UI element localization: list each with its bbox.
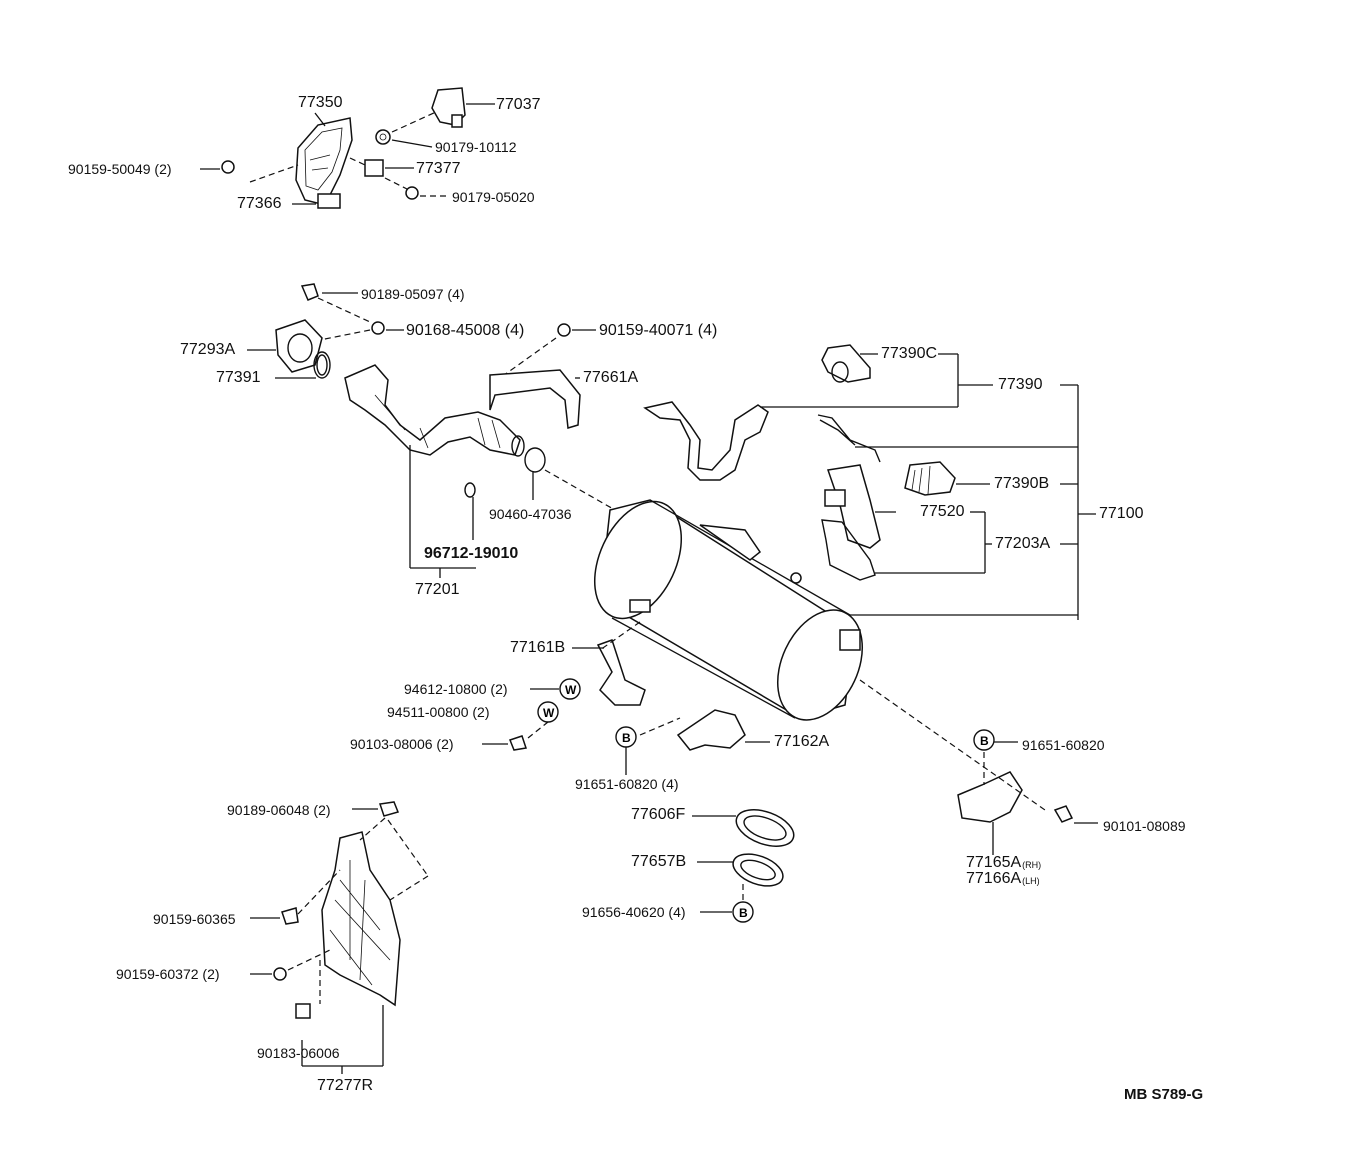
nut-90183-06006 (295, 960, 321, 1019)
nut-90179-10112 (375, 111, 437, 148)
label-90159-50049: 90159-50049 (2) (68, 161, 172, 177)
filler-plate-77293A (247, 319, 323, 373)
label-91656-40620: 91656-40620 (4) (582, 904, 686, 920)
label-77201: 77201 (415, 581, 460, 598)
clip-90159-60365 (250, 869, 341, 925)
label-90189-05097: 90189-05097 (4) (361, 286, 465, 302)
label-94511-00800: 94511-00800 (2) (387, 704, 490, 720)
mark-w1: W (565, 683, 577, 697)
clip-91651-60820: B (973, 729, 1018, 751)
bracket-77161B (572, 621, 646, 706)
label-90168-45008: 90168-45008 (4) (406, 322, 525, 339)
label-90159-60372: 90159-60372 (2) (116, 966, 220, 982)
gasket-77391 (275, 351, 331, 379)
pump-77520 (824, 464, 985, 549)
bracket-77661A (489, 369, 581, 429)
label-90159-40071: 90159-40071 (4) (599, 322, 718, 339)
fuel-lid-hinge (431, 87, 495, 128)
label-77350: 77350 (298, 94, 343, 111)
mark-w2: W (543, 706, 555, 720)
label-77100: 77100 (1099, 505, 1144, 522)
bolt-90103-08006 (482, 721, 549, 751)
clip-90159-40071 (499, 323, 596, 379)
clamp-90460-47036 (524, 447, 616, 511)
clip-91651-60820-4: B (615, 726, 637, 775)
pad-77606F (692, 809, 795, 847)
label-77366: 77366 (237, 195, 282, 212)
mark-b3: B (739, 906, 748, 920)
label-77390: 77390 (998, 376, 1043, 393)
label-77390C: 77390C (881, 345, 938, 362)
fuel-lid-assembly (295, 112, 353, 206)
nut-90179-05020 (384, 177, 450, 200)
label-77277R: 77277R (317, 1077, 374, 1094)
label-77037: 77037 (496, 96, 541, 113)
washer-94511-00800: W (537, 701, 559, 723)
vent-tube-77390 (643, 353, 993, 481)
filler-pipe-77201 (344, 364, 525, 578)
clip-90159-60372 (250, 949, 331, 981)
label-90183-06006: 90183-06006 (257, 1045, 340, 1061)
label-96712-19010: 96712-19010 (424, 545, 519, 562)
clip-90159-50049 (200, 160, 299, 183)
label-77166A: 77166A(LH) (966, 870, 1040, 887)
label-77161B: 77161B (510, 639, 566, 656)
label-77391: 77391 (216, 369, 261, 386)
latch-77377 (349, 157, 414, 177)
clip-90189-06048 (352, 801, 429, 901)
label-91651-60820: 91651-60820 (1022, 737, 1105, 753)
bumper-77366 (292, 193, 341, 209)
bracket-77162A (639, 709, 770, 751)
label-77377: 77377 (416, 160, 461, 177)
valve-77390C (821, 344, 878, 383)
valve-77390B (904, 461, 990, 496)
label-90460-47036: 90460-47036 (489, 506, 572, 522)
fuel-tank-77100 (593, 499, 1078, 721)
bracket-77165A (859, 679, 1046, 855)
protector-77277R (301, 831, 401, 1074)
label-77203A: 77203A (995, 535, 1051, 552)
label-94612-10800: 94612-10800 (2) (404, 681, 508, 697)
label-77162A: 77162A (774, 733, 830, 750)
grommet-96712-19010 (464, 482, 476, 540)
label-77293A: 77293A (180, 341, 236, 358)
label-91651-60820-4: 91651-60820 (4) (575, 776, 679, 792)
mark-b2: B (980, 734, 989, 748)
label-77390B: 77390B (994, 475, 1050, 492)
label-90179-10112: 90179-10112 (435, 139, 517, 155)
gasket-77203A (821, 512, 992, 581)
label-90101-08089: 90101-08089 (1103, 818, 1186, 834)
label-77520: 77520 (920, 503, 965, 520)
line-77100 (817, 384, 1096, 620)
diagram-reference-code: MB S789-G (1124, 1086, 1204, 1103)
label-77657B: 77657B (631, 853, 687, 870)
label-77165A: 77165A(RH) (966, 854, 1042, 871)
mark-b1: B (622, 731, 631, 745)
washer-94612-10800: W (530, 678, 581, 700)
label-90189-06048: 90189-06048 (2) (227, 802, 331, 818)
label-77661A: 77661A (583, 369, 639, 386)
clip-91656-40620: B (700, 884, 754, 923)
label-77606F: 77606F (631, 806, 686, 823)
label-90159-60365: 90159-60365 (153, 911, 236, 927)
pad-77657B (697, 853, 784, 887)
label-90179-05020: 90179-05020 (452, 189, 535, 205)
bolt-90101-08089 (1053, 805, 1098, 824)
bolt-90189-05097 (300, 283, 371, 323)
screw-90168-45008 (319, 321, 404, 341)
label-90103-08006: 90103-08006 (2) (350, 736, 454, 752)
